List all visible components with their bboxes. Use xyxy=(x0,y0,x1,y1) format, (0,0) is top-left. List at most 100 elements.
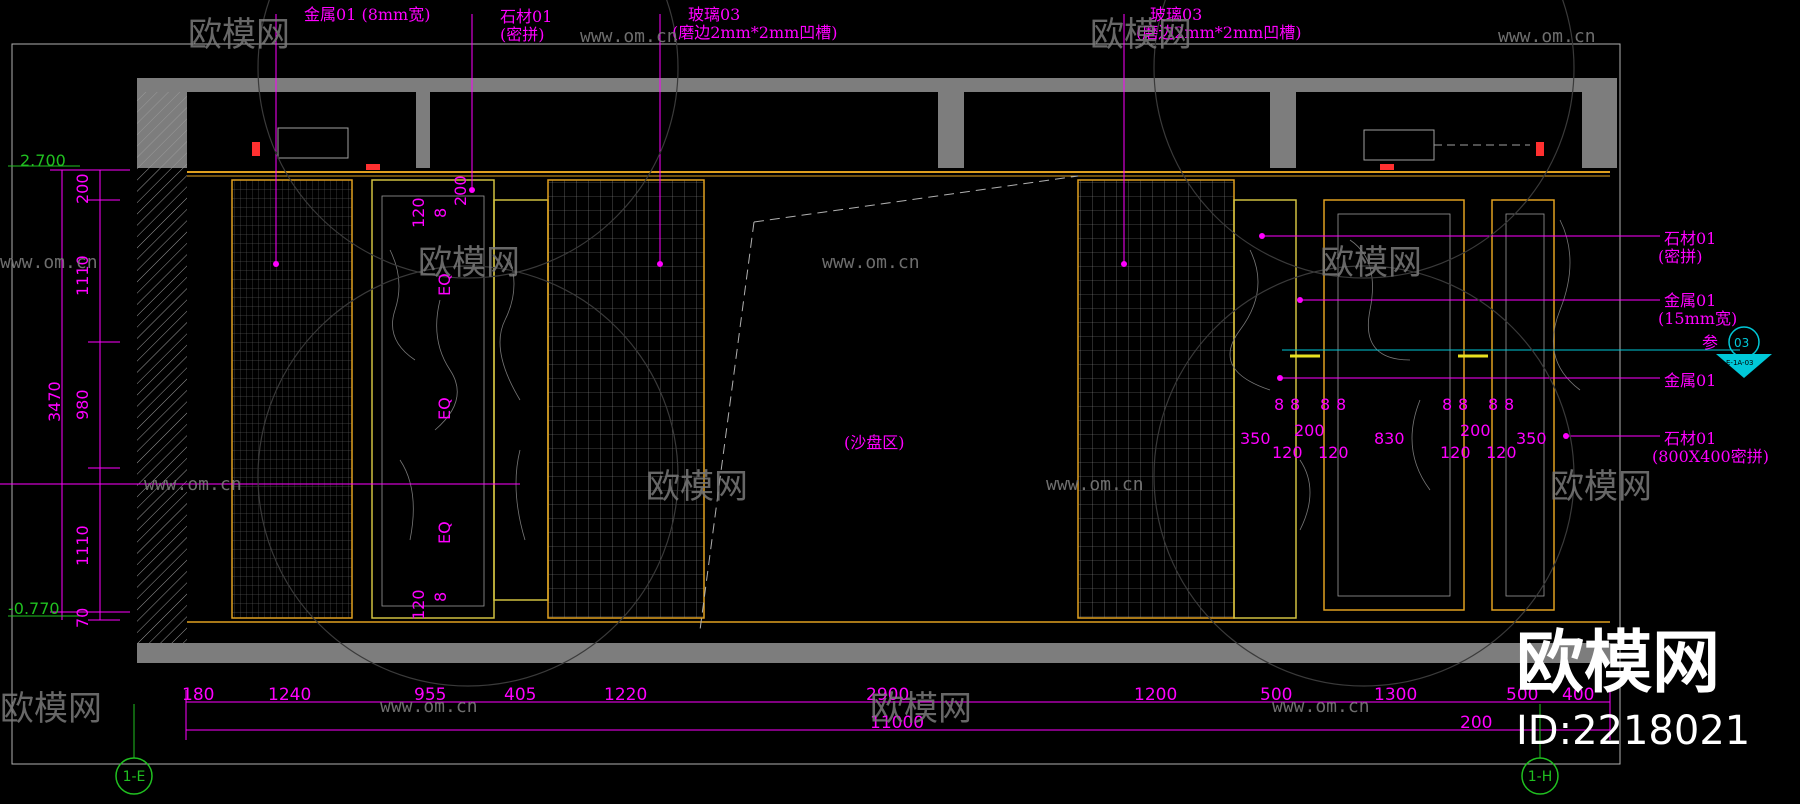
dim-bottom-segment: 1300 xyxy=(1374,685,1417,705)
callout-glass03-right-sub: (磨边2mm*2mm凹槽) xyxy=(1136,23,1302,42)
leader-lines xyxy=(0,14,1740,485)
dim-right-8: 8 xyxy=(1336,395,1346,414)
watermark-logo: 欧模网 xyxy=(1090,15,1192,55)
callout-metal01-15mm: 金属01 xyxy=(1664,291,1716,310)
dim-inner-eq3: EQ xyxy=(435,521,454,544)
left-dimension-lines xyxy=(8,165,130,621)
elev-top: 2.700 xyxy=(20,151,66,170)
dim-right-830: 830 xyxy=(1374,429,1405,448)
watermark-url: www.om.cn xyxy=(1272,696,1370,717)
dim-bottom-segment: 180 xyxy=(182,685,214,705)
watermark-url: www.om.cn xyxy=(0,252,98,273)
dim-bottom-segment: 500 xyxy=(1260,685,1292,705)
dim-bottom-total: 11000 xyxy=(870,713,924,733)
section-ref-marker xyxy=(1716,326,1772,378)
dim-right-350a: 350 xyxy=(1240,429,1271,448)
callout-glass03-right: 玻璃03 xyxy=(1150,5,1202,24)
ceiling-boxes xyxy=(277,127,1530,161)
dim-bottom-segment: 500 xyxy=(1506,685,1538,705)
glass-panel-03-left xyxy=(547,179,705,619)
callout-stone01-right: 石材01 xyxy=(1664,229,1716,248)
dim-inner-200: 200 xyxy=(451,175,470,206)
stone-panels-right xyxy=(1229,199,1581,619)
dim-left-70: 70 xyxy=(73,608,92,628)
ref-sheet: E-1A-03 xyxy=(1726,359,1753,367)
callout-stone01-right-sub: (密拼) xyxy=(1658,247,1703,266)
callout-stone01-800-sub: (800X400密拼) xyxy=(1652,447,1769,466)
dim-left-200: 200 xyxy=(73,173,92,204)
callout-metal01: 金属01 xyxy=(1664,371,1716,390)
callout-stone01-800: 石材01 xyxy=(1664,429,1716,448)
drawing-border xyxy=(11,43,1621,765)
dim-inner-8a: 8 xyxy=(431,208,450,218)
dim-inner-8b: 8 xyxy=(431,592,450,602)
watermark-logo: 欧模网 xyxy=(646,467,748,507)
callout-stone01-top: 石材01 xyxy=(500,7,552,26)
dim-bottom-segment: 405 xyxy=(504,685,536,705)
callout-glass03-left-sub: (磨边2mm*2mm凹槽) xyxy=(672,23,838,42)
dim-right-120: 120 xyxy=(1272,443,1303,462)
dim-left-1110a: 1110 xyxy=(73,255,92,296)
watermark-url: www.om.cn xyxy=(380,696,478,717)
dim-left-980: 980 xyxy=(73,389,92,420)
callout-metal01-15mm-sub: (15mm宽) xyxy=(1658,309,1737,328)
watermark-big-logo: 欧模网 xyxy=(1516,624,1720,703)
dim-right-8: 8 xyxy=(1504,395,1514,414)
dim-bottom-200: 200 xyxy=(1460,713,1492,733)
grid-bubbles xyxy=(115,757,1559,795)
callout-glass03-left: 玻璃03 xyxy=(688,5,740,24)
dim-inner-eq1: EQ xyxy=(435,273,454,296)
dim-bottom-segment: 1200 xyxy=(1134,685,1177,705)
dim-right-120: 120 xyxy=(1318,443,1349,462)
light-fixtures xyxy=(252,142,1544,170)
dim-right-200a: 200 xyxy=(1294,421,1325,440)
bottom-dimension-lines xyxy=(185,690,1611,740)
dim-bottom-segment: 400 xyxy=(1562,685,1594,705)
watermark-logo: 欧模网 xyxy=(870,689,972,729)
dim-right-8: 8 xyxy=(1442,395,1452,414)
dim-inner-eq2: EQ xyxy=(435,397,454,420)
dim-bottom-segment: 1220 xyxy=(604,685,647,705)
dim-bottom-segment: 2900 xyxy=(866,685,909,705)
dim-bottom-segment: 955 xyxy=(414,685,446,705)
watermark-url: www.om.cn xyxy=(144,474,242,495)
dim-right-120: 120 xyxy=(1440,443,1471,462)
dim-left-3470: 3470 xyxy=(45,381,64,422)
center-area-label: (沙盘区) xyxy=(844,433,905,452)
watermark-url: www.om.cn xyxy=(822,252,920,273)
dim-right-8: 8 xyxy=(1274,395,1284,414)
floor-slab xyxy=(137,643,1617,663)
watermark-url: www.om.cn xyxy=(1498,26,1596,47)
dim-bottom-segment: 1240 xyxy=(268,685,311,705)
callout-metal01-8mm: 金属01 (8mm宽) xyxy=(304,5,430,24)
callout-stone01-top-sub: (密拼) xyxy=(500,25,545,44)
watermark-logo: 欧模网 xyxy=(0,689,102,729)
watermark-url: www.om.cn xyxy=(1046,474,1144,495)
watermark-url: www.om.cn xyxy=(580,26,678,47)
watermark-id: ID:2218021 xyxy=(1516,708,1750,754)
elev-bottom: -0.770 xyxy=(8,599,60,618)
callout-ref-label: 参 xyxy=(1702,333,1718,352)
dim-right-120: 120 xyxy=(1486,443,1517,462)
dim-right-8: 8 xyxy=(1488,395,1498,414)
glass-panel-left-outer xyxy=(231,179,353,619)
ceiling-slab xyxy=(137,78,1617,168)
dim-right-8: 8 xyxy=(1320,395,1330,414)
dim-right-350b: 350 xyxy=(1516,429,1547,448)
dim-left-1110b: 1110 xyxy=(73,525,92,566)
leader-dots xyxy=(273,187,1569,439)
watermark-logo: 欧模网 xyxy=(1320,243,1422,283)
watermark-logo: 欧模网 xyxy=(1550,467,1652,507)
watermark-arcs xyxy=(257,0,1575,687)
glass-panel-03-right xyxy=(1077,179,1235,619)
sandbox-outline xyxy=(699,175,1079,631)
ref-number: 03 xyxy=(1734,336,1749,350)
wall-hatch xyxy=(137,92,187,643)
grid-bubble-label: 1-E xyxy=(123,769,146,785)
dim-right-8: 8 xyxy=(1458,395,1468,414)
grid-bubble-label: 1-H xyxy=(1528,769,1553,785)
dim-inner-120b: 120 xyxy=(409,589,428,620)
dim-inner-120a: 120 xyxy=(409,197,428,228)
grid-lines xyxy=(133,704,1541,758)
